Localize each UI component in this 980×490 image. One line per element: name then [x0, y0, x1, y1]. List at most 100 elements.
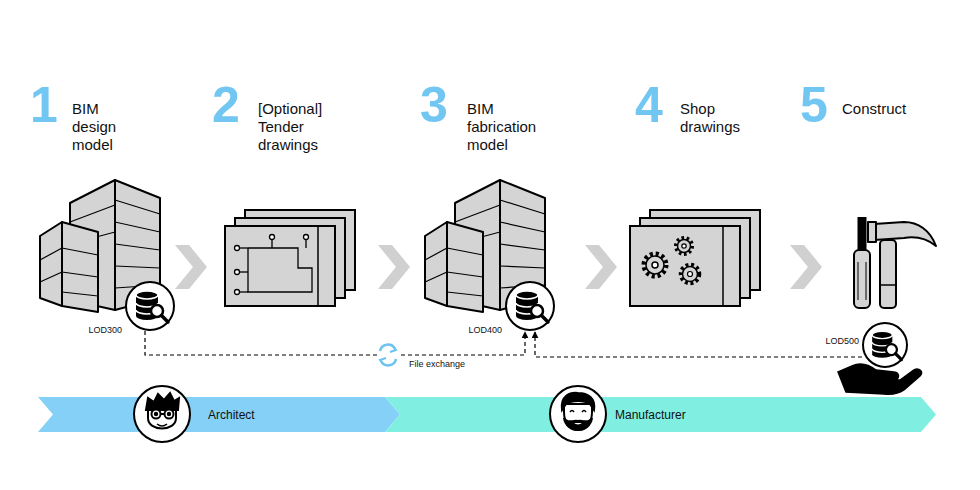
drawing-part	[573, 423, 583, 425]
drawing-part	[880, 284, 896, 286]
drawing-part	[146, 393, 179, 410]
drawing-part	[542, 316, 549, 323]
drawing-part	[678, 240, 691, 253]
database-node: LOD500	[862, 322, 908, 368]
database-symbol	[136, 291, 168, 322]
drawing-part	[564, 404, 592, 430]
database-symbol	[516, 291, 548, 322]
drawing-part	[235, 270, 240, 275]
drawing-part	[161, 413, 165, 415]
chevron	[378, 245, 410, 289]
drawing-part	[235, 246, 240, 251]
drawing-part	[859, 218, 866, 250]
step-number: 5	[800, 80, 828, 130]
chevron	[175, 245, 207, 289]
step-number: 2	[212, 80, 240, 130]
drawing-part	[838, 364, 921, 394]
database-shape	[505, 281, 555, 331]
lod-label: LOD400	[468, 325, 502, 336]
tender-sheets	[225, 210, 355, 306]
lod-label: LOD300	[88, 325, 122, 336]
step-title: Construct	[842, 100, 952, 118]
drawing-part	[570, 411, 574, 413]
drawing-part	[380, 358, 386, 365]
connector-label: File exchange	[407, 359, 467, 370]
building-design	[40, 180, 160, 312]
role-name: Architect	[208, 408, 255, 422]
drawing-part	[683, 267, 698, 282]
drawing-part	[646, 256, 664, 274]
drawing-part	[152, 410, 161, 419]
role-band: Manufacturer	[385, 397, 936, 432]
drawing-part	[854, 250, 870, 308]
step-title: BIM design model	[72, 100, 134, 154]
database-node: LOD300	[125, 281, 175, 331]
drawing-part	[162, 316, 169, 323]
gears	[644, 238, 699, 283]
drawing-part	[896, 354, 902, 360]
database-symbol	[872, 331, 901, 359]
drawing-part	[562, 393, 595, 410]
drawing-part	[134, 386, 190, 442]
drawing-part	[390, 345, 396, 352]
database-node: LOD400	[505, 281, 555, 331]
drawing-part	[165, 410, 174, 419]
drawing-part	[880, 240, 896, 308]
drawing-part	[148, 410, 176, 429]
drawing-part	[240, 291, 248, 292]
lod-label: LOD500	[825, 336, 859, 347]
step-number: 4	[635, 80, 663, 130]
step-title: Shop drawings	[680, 100, 752, 136]
dashed-connector	[145, 331, 525, 355]
architect-avatar	[134, 386, 190, 442]
role-band	[385, 397, 936, 432]
hammer-icon	[868, 222, 936, 308]
drawing-part	[240, 271, 248, 272]
dashed-connector	[535, 332, 862, 357]
drawing-part	[582, 411, 586, 413]
role-name: Manufacturer	[615, 408, 686, 422]
drawing-part	[868, 222, 876, 242]
circuit-drawing	[235, 235, 313, 295]
drawing-part	[304, 235, 309, 240]
drawing-part	[248, 248, 312, 292]
building-fabrication	[425, 180, 545, 312]
step-title: [Optional] Tender drawings	[258, 100, 343, 154]
drawing-part	[682, 244, 686, 248]
drawing-part	[688, 272, 693, 277]
chevron	[790, 245, 822, 289]
drawing-part	[381, 359, 396, 365]
drawing-part	[155, 413, 157, 415]
drawing-part	[235, 290, 240, 295]
drawing-part	[644, 254, 666, 276]
drawing-part	[240, 247, 248, 248]
role-band: Architect	[38, 397, 400, 432]
drawing-part	[874, 222, 936, 246]
drawing-part	[270, 235, 275, 240]
drawing-part	[652, 262, 658, 268]
drawing-part	[550, 386, 606, 442]
drawing-part	[516, 291, 538, 299]
drawing-part	[136, 291, 158, 299]
role-band	[38, 397, 400, 432]
drawing-part	[858, 262, 859, 300]
chevron	[585, 245, 617, 289]
database-badge	[126, 282, 174, 330]
drawing-part	[168, 413, 170, 415]
drawing-part	[866, 262, 867, 300]
drawing-part	[380, 345, 395, 351]
refresh-icon	[377, 344, 399, 366]
hand-icon	[838, 364, 921, 394]
manufacturer-avatar	[550, 386, 606, 442]
shop-sheets	[630, 210, 760, 306]
drawing-part	[681, 265, 699, 283]
drawing-part	[271, 240, 272, 248]
drawing-part	[872, 331, 892, 338]
drawing-part	[564, 418, 592, 430]
database-shape	[125, 281, 175, 331]
step-title: BIM fabrication model	[467, 100, 557, 154]
step-number: 3	[420, 80, 448, 130]
database-badge	[863, 323, 907, 367]
